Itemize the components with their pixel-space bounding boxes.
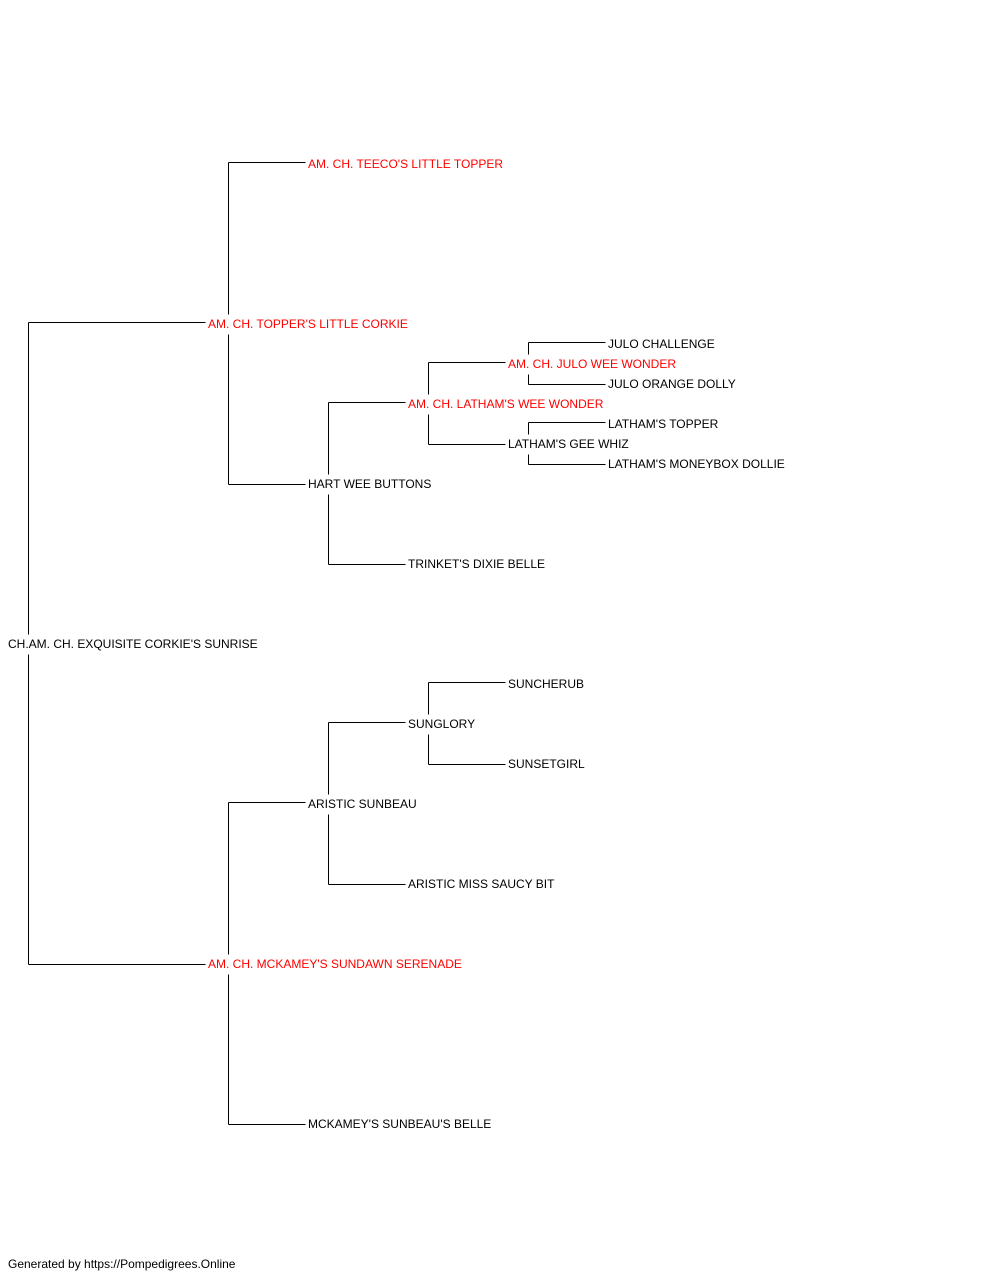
dam-sire-dam-node[interactable]: ARISTIC MISS SAUCY BIT bbox=[408, 877, 555, 891]
sire-dam-sire-sire-sire-node[interactable]: JULO CHALLENGE bbox=[608, 337, 715, 351]
sire-dam-dam-node[interactable]: TRINKET'S DIXIE BELLE bbox=[408, 557, 545, 571]
sire-dam-node[interactable]: HART WEE BUTTONS bbox=[308, 477, 432, 491]
sire-node[interactable]: AM. CH. TOPPER'S LITTLE CORKIE bbox=[208, 317, 408, 331]
sire-dam-sire-node[interactable]: AM. CH. LATHAM'S WEE WONDER bbox=[408, 397, 604, 411]
dam-sire-sire-node[interactable]: SUNGLORY bbox=[408, 717, 476, 731]
footer-credit: Generated by https://Pompedigrees.Online bbox=[8, 1257, 236, 1271]
dam-dam-node[interactable]: MCKAMEY'S SUNBEAU'S BELLE bbox=[308, 1117, 492, 1131]
dam-sire-sire-dam-node[interactable]: SUNSETGIRL bbox=[508, 757, 585, 771]
dam-node[interactable]: AM. CH. MCKAMEY'S SUNDAWN SERENADE bbox=[208, 957, 462, 971]
dam-sire-sire-sire-node[interactable]: SUNCHERUB bbox=[508, 677, 585, 691]
sire-dam-sire-dam-sire-node[interactable]: LATHAM'S TOPPER bbox=[608, 417, 719, 431]
sire-dam-sire-sire-dam-node[interactable]: JULO ORANGE DOLLY bbox=[608, 377, 736, 391]
dam-sire-node[interactable]: ARISTIC SUNBEAU bbox=[308, 797, 417, 811]
sire-dam-sire-sire-node[interactable]: AM. CH. JULO WEE WONDER bbox=[508, 357, 677, 371]
sire-dam-sire-dam-dam-node[interactable]: LATHAM'S MONEYBOX DOLLIE bbox=[608, 457, 785, 471]
pedigree-subject[interactable]: CH.AM. CH. EXQUISITE CORKIE'S SUNRISE bbox=[8, 637, 258, 651]
sire-dam-sire-dam-node[interactable]: LATHAM'S GEE WHIZ bbox=[508, 437, 629, 451]
sire-sire-node[interactable]: AM. CH. TEECO'S LITTLE TOPPER bbox=[308, 157, 504, 171]
